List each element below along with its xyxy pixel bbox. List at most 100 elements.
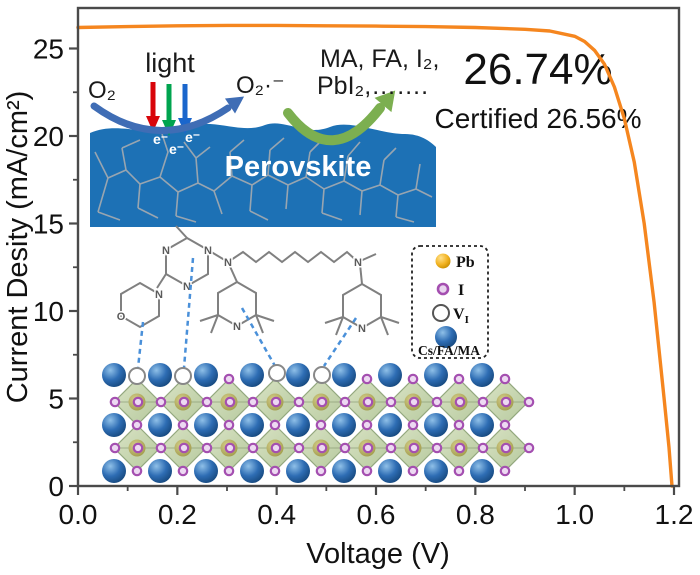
iodine-atom (155, 442, 167, 454)
x-tick-label: 1.0 (555, 499, 594, 530)
iodine-atom (407, 465, 419, 477)
cation-legend-icon (435, 326, 457, 348)
degradation-arrow-icon (283, 103, 385, 146)
iodine-atom (361, 373, 373, 385)
cation-sphere (194, 363, 218, 387)
superoxide-label: O₂·⁻ (236, 72, 285, 99)
x-tick-label: 0.0 (59, 499, 98, 530)
cation-sphere (470, 363, 494, 387)
iodine-atom (431, 442, 443, 454)
iodine-atom (477, 442, 489, 454)
cation-sphere (240, 413, 264, 437)
iodine-atom (408, 442, 420, 454)
iodine-atom (316, 396, 328, 408)
cation-legend-label: Cs/FA/MA (418, 343, 480, 358)
iodine-atom (453, 419, 465, 431)
cation-sphere (332, 363, 356, 387)
atom-label-n: N (155, 289, 163, 301)
iodine-atom (247, 396, 259, 408)
iodine-atom (315, 419, 327, 431)
iodine-atom (362, 442, 374, 454)
y-tick-label: 25 (33, 34, 64, 65)
y-tick-label: 10 (33, 296, 64, 327)
iodine-atom (201, 442, 213, 454)
red-light-arrow-icon (146, 82, 160, 132)
iodine-atom (177, 465, 189, 477)
iodine-vacancy (128, 367, 146, 385)
iodine-atom (523, 396, 535, 408)
iodine-atom (109, 396, 121, 408)
iodine-atom (247, 442, 259, 454)
iodine-atom (293, 396, 305, 408)
iodine-vacancy (313, 366, 331, 384)
iodine-atom (223, 465, 235, 477)
cation-sphere (194, 413, 218, 437)
y-tick-label: 15 (33, 209, 64, 240)
o2-label: O₂ (88, 77, 116, 104)
o2-swoosh-arrowhead (224, 96, 245, 114)
x-tick-label: 0.8 (456, 499, 495, 530)
y-tick-label: 20 (33, 121, 64, 152)
iodine-atom (223, 373, 235, 385)
cation-sphere (148, 459, 172, 483)
legend-box: Pb I VI Cs/FA/MA (411, 245, 489, 359)
light-label: light (145, 48, 195, 78)
x-tick-label: 0.4 (257, 499, 296, 530)
iodine-atom (500, 396, 512, 408)
atom-label-n: N (354, 257, 362, 269)
atom-label-n: N (183, 281, 191, 293)
oxygen-reaction-arrows: O₂ O₂·⁻ (88, 72, 396, 146)
o2-swoosh-arrow-icon (90, 102, 232, 134)
iodine-atom (132, 396, 144, 408)
x-axis-title: Voltage (V) (306, 538, 449, 570)
perovskite-crystal-lattice (102, 363, 535, 483)
iodine-atom (269, 419, 281, 431)
grain-boundaries (94, 133, 433, 223)
cation-sphere (286, 363, 310, 387)
electron-label-2: e⁻ (169, 141, 184, 157)
iodine-legend-label: I (458, 282, 464, 299)
cation-sphere (148, 413, 172, 437)
iodine-atom (223, 419, 235, 431)
degradation-products: MA, FA, I₂, PbI₂,……. (317, 45, 439, 100)
iodine-atom (385, 442, 397, 454)
iodine-atom (131, 419, 143, 431)
cation-sphere (424, 459, 448, 483)
y-tick-label: 5 (48, 384, 64, 415)
y-tick-label: 0 (48, 471, 64, 502)
y-axis-title: Current Desity (mA/cm²) (2, 91, 34, 404)
iodine-atom (270, 396, 282, 408)
cation-sphere (240, 459, 264, 483)
passivator-molecule: N N N N O N N N N (115, 225, 400, 337)
certified-pce-value: Certified 26.56% (434, 103, 641, 134)
iodine-atom (155, 396, 167, 408)
cation-sphere (470, 459, 494, 483)
plot-frame (76, 6, 681, 488)
iodine-atom (453, 373, 465, 385)
cation-sphere (102, 413, 126, 437)
cation-sphere (286, 413, 310, 437)
degradation-arrowhead (374, 90, 396, 113)
iodine-atom (316, 442, 328, 454)
iodine-atom (431, 396, 443, 408)
iodine-vacancy (268, 364, 286, 382)
cation-sphere (378, 413, 402, 437)
cation-sphere (148, 363, 172, 387)
iodine-atom (132, 442, 144, 454)
iodine-atom (499, 419, 511, 431)
iodine-atom (178, 396, 190, 408)
pb-legend-label: Pb (456, 254, 475, 271)
atom-label-n: N (233, 321, 241, 333)
iodine-atom (362, 396, 374, 408)
iodine-atom (407, 419, 419, 431)
cation-sphere (424, 363, 448, 387)
iodine-atom (361, 465, 373, 477)
iodine-atom (361, 419, 373, 431)
cation-sphere (240, 363, 264, 387)
iodine-atom (523, 442, 535, 454)
piperidine-ring-1 (217, 280, 257, 328)
iodine-atom (408, 396, 420, 408)
cation-sphere (470, 413, 494, 437)
piperidine-ring-2 (342, 282, 382, 330)
